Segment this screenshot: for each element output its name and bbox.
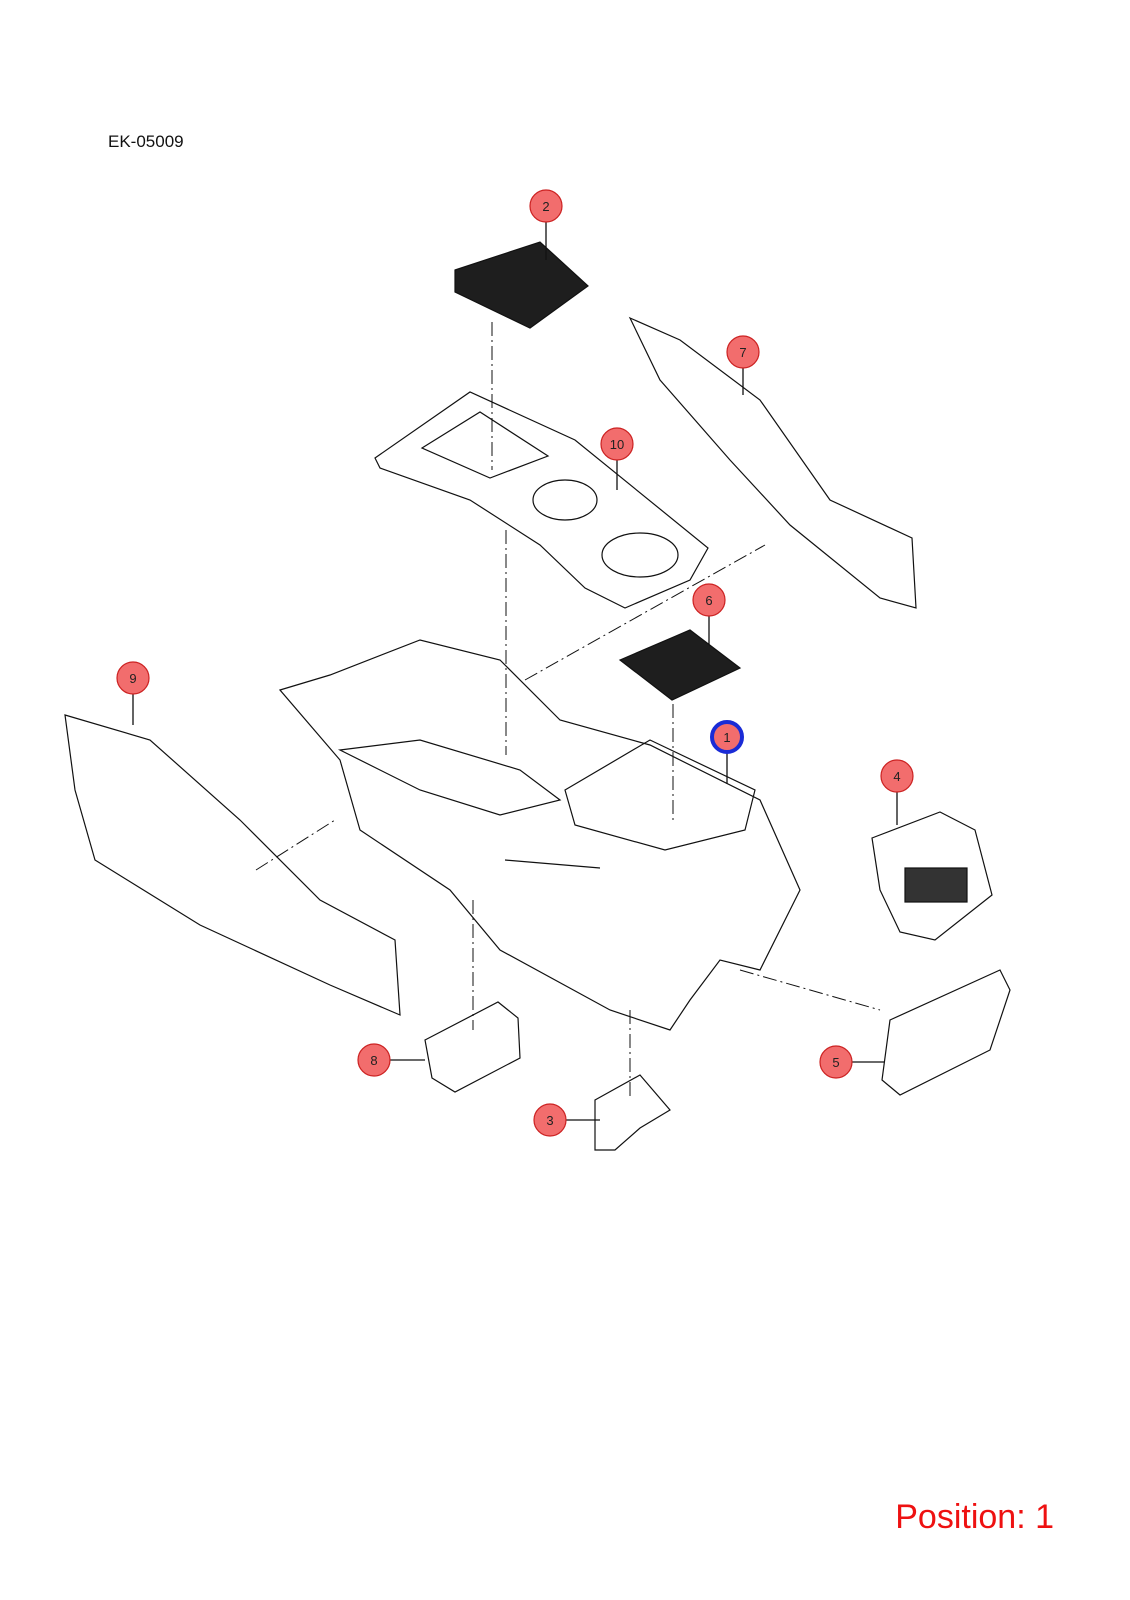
callout-1[interactable]: 1 <box>710 720 744 754</box>
callout-6-circle <box>692 583 726 617</box>
callout-10-circle <box>600 427 634 461</box>
part-1-console-body <box>278 639 801 1031</box>
callout-9-circle <box>116 661 150 695</box>
callout-3-circle <box>533 1103 567 1137</box>
callout-4-circle <box>880 759 914 793</box>
part-1-seam <box>504 859 601 869</box>
callout-1-selected-ring <box>710 720 744 754</box>
callout-2-circle <box>529 189 563 223</box>
callout-7-circle <box>726 335 760 369</box>
diagram-code: EK-05009 <box>108 132 184 151</box>
callout-1-label: 1 <box>723 730 730 745</box>
callout-2-label: 2 <box>542 199 549 214</box>
assembly-line <box>524 544 766 681</box>
part-1-side-trim <box>337 739 562 816</box>
part-6-pad <box>618 629 742 701</box>
part-9-side-panel <box>64 714 401 1016</box>
part-5-rear-panel <box>881 969 1011 1096</box>
callout-2[interactable]: 2 <box>529 189 563 223</box>
callout-6[interactable]: 6 <box>692 583 726 617</box>
callout-10-label: 10 <box>610 437 624 452</box>
callout-9-label: 9 <box>129 671 136 686</box>
callout-4-label: 4 <box>893 769 900 784</box>
callout-8-circle <box>357 1043 391 1077</box>
part-10-cup-ring <box>532 479 598 521</box>
part-7-side-panel <box>628 316 917 609</box>
part-4-rear-vent <box>871 811 993 941</box>
callout-5-label: 5 <box>832 1055 839 1070</box>
callout-5[interactable]: 5 <box>819 1045 853 1079</box>
callout-3-label: 3 <box>546 1113 553 1128</box>
position-label: Position: 1 <box>895 1498 1054 1536</box>
callout-5-circle <box>819 1045 853 1079</box>
callout-3[interactable]: 3 <box>533 1103 567 1137</box>
part-10-cup-ring <box>601 532 679 578</box>
callout-8-label: 8 <box>370 1053 377 1068</box>
part-10-trim-panel <box>374 391 709 609</box>
callout-8[interactable]: 8 <box>357 1043 391 1077</box>
part-3-bracket <box>594 1074 671 1151</box>
part-2-tray <box>454 241 589 329</box>
part-10-opening <box>420 411 550 479</box>
assembly-line <box>255 819 336 871</box>
callout-4[interactable]: 4 <box>880 759 914 793</box>
callout-9[interactable]: 9 <box>116 661 150 695</box>
part-4-vent-grille <box>904 867 968 903</box>
part-1-armrest <box>564 739 756 851</box>
callout-10[interactable]: 10 <box>600 427 634 461</box>
assembly-line <box>739 969 881 1011</box>
part-8-bracket <box>424 1001 521 1093</box>
callout-6-label: 6 <box>705 593 712 608</box>
callout-7-label: 7 <box>739 345 746 360</box>
callout-7[interactable]: 7 <box>726 335 760 369</box>
